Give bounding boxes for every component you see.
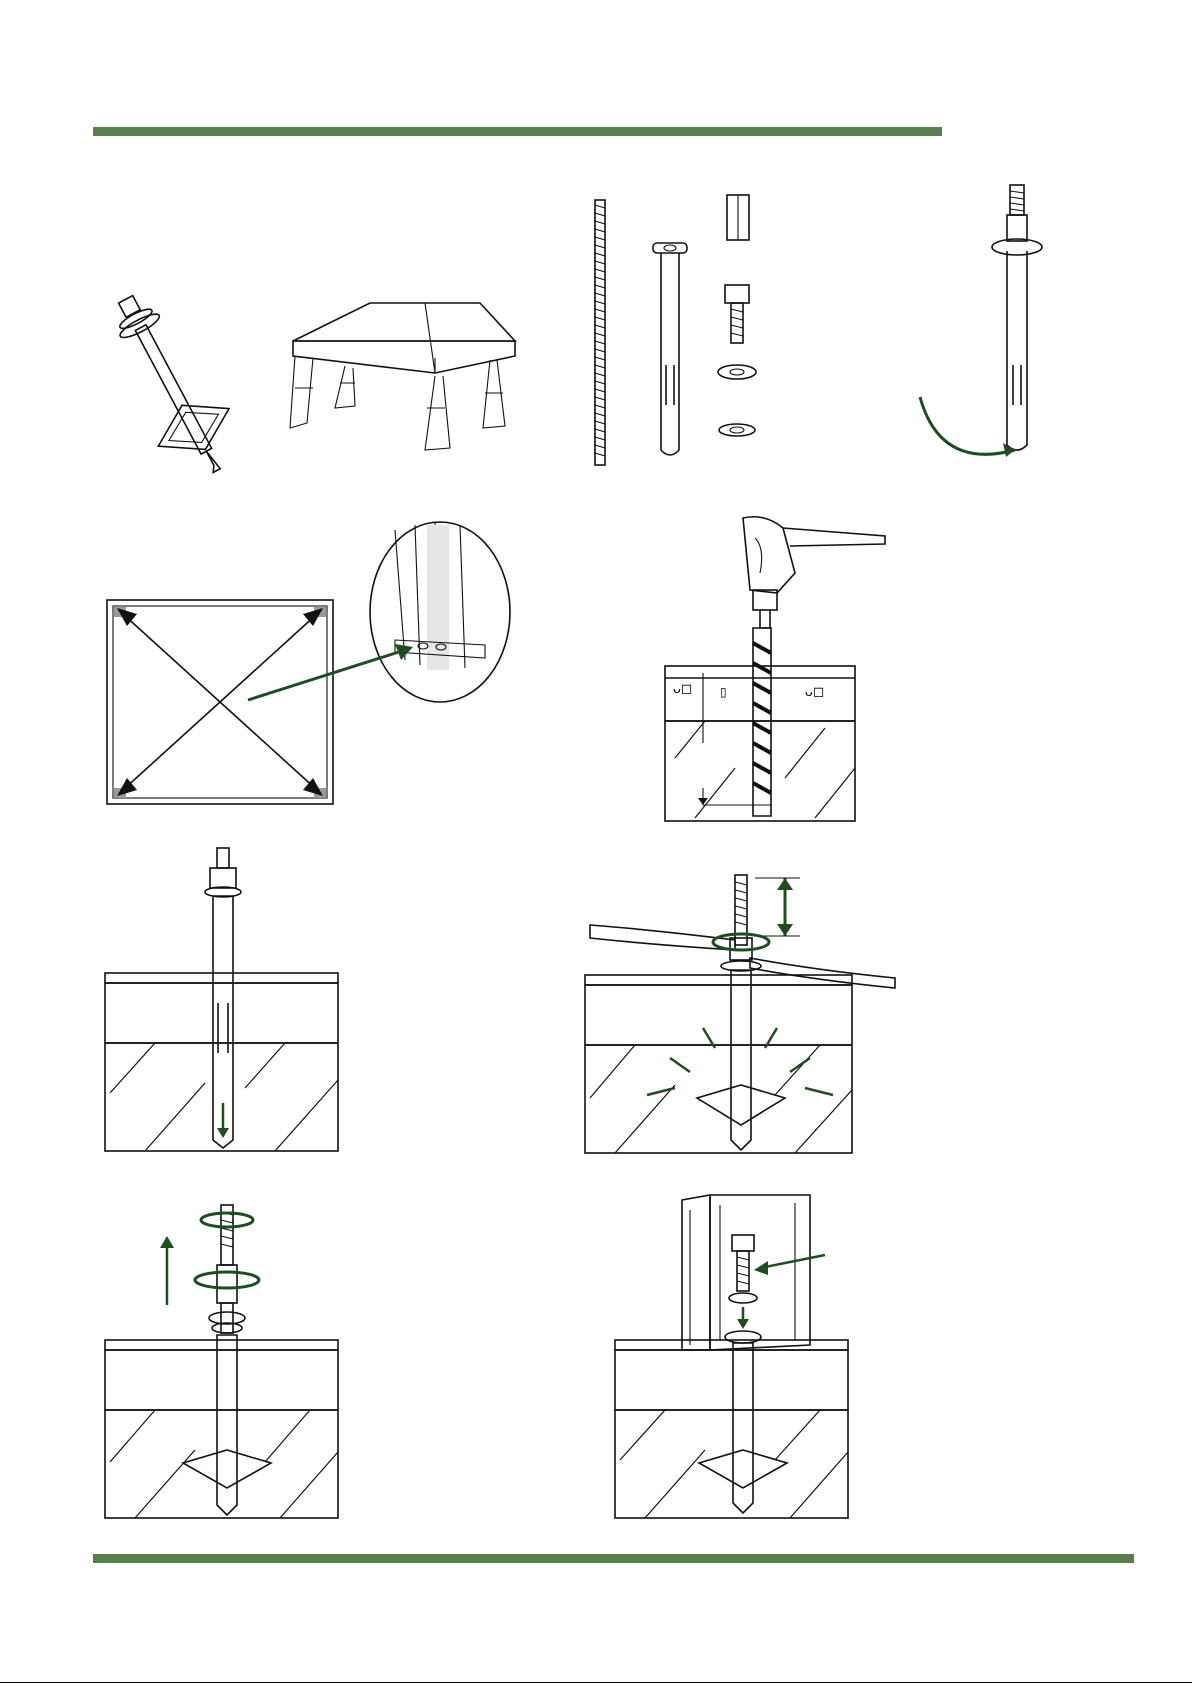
detail-arrow (248, 650, 405, 700)
washer-small (719, 424, 755, 436)
ground-anchor-icon (85, 285, 275, 495)
top-rule (93, 127, 942, 136)
unscrew-icon (105, 1200, 340, 1520)
hex-bolt (725, 285, 749, 343)
insert-anchor-icon (105, 848, 340, 1153)
hardware-kit-icon (585, 195, 785, 470)
canopy-top (293, 303, 515, 341)
bottom-rule (93, 1554, 1134, 1563)
footer-line (0, 1682, 1192, 1683)
bolt-icon (620, 1195, 835, 1520)
wrench-icon (585, 870, 905, 1155)
magnifier-detail-icon (245, 520, 525, 705)
gazebo-icon (285, 298, 525, 463)
svg-text:ᴗ◻: ᴗ◻ (673, 680, 692, 696)
threaded-rod (595, 200, 605, 465)
power-drill-icon: ᴗ◻ ▯ ᴗ◻ (665, 518, 890, 823)
anchor-sleeve-part (653, 243, 687, 455)
washer-large (718, 365, 756, 379)
anchor-sleeve-icon (915, 185, 1115, 470)
svg-text:▯: ▯ (720, 685, 727, 699)
curved-arrow (920, 397, 1015, 454)
coupling-nut (727, 195, 749, 240)
svg-text:ᴗ◻: ᴗ◻ (805, 683, 824, 699)
